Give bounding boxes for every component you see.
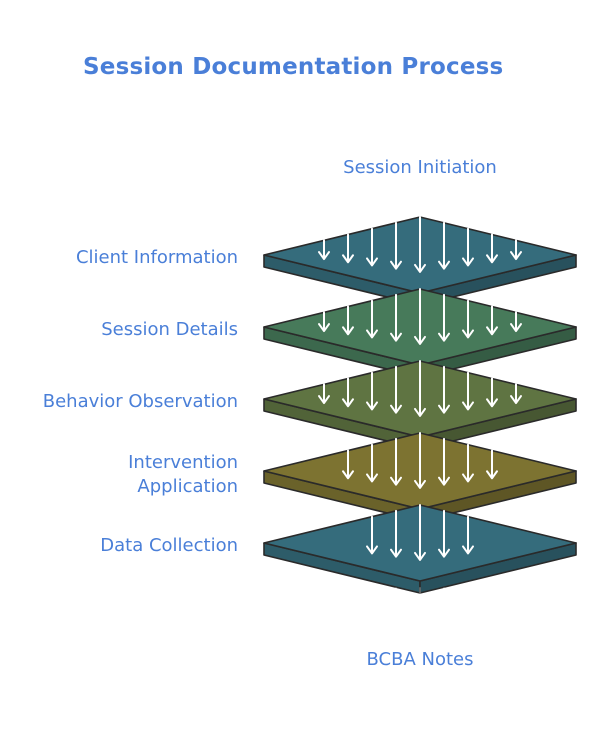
flow-arrow [342,449,354,480]
page-title: Session Documentation Process [83,54,504,80]
flow-arrow [366,227,378,267]
outgoing-arrow-faint [438,587,450,625]
flow-arrow [438,509,450,558]
flow-arrow [414,432,426,489]
flow-arrow [510,311,522,333]
flow-arrow [342,377,354,408]
flow-arrow [486,233,498,264]
flow-arrow [438,365,450,414]
flow-arrow [510,239,522,261]
flow-arrow [390,509,402,558]
flow-arrow [486,449,498,480]
flow-arrow [342,233,354,264]
flow-arrow [438,437,450,486]
flow-arrow [462,443,474,483]
layer-label-client-information: Client Information [75,247,238,268]
flow-arrow [366,371,378,411]
flow-arrow [462,227,474,267]
outgoing-arrow-faint [414,587,426,631]
flow-arrow [390,365,402,414]
flow-arrow [414,216,426,273]
flow-arrow [366,515,378,555]
flow-arrow [414,504,426,561]
flow-arrow [414,288,426,345]
flow-arrow [510,383,522,405]
flow-arrow [486,305,498,336]
flow-arrow [366,299,378,339]
flow-arrow [486,377,498,408]
flow-arrow [390,293,402,342]
flow-arrow [390,437,402,486]
flow-arrow [366,443,378,483]
flow-arrow [438,221,450,270]
flow-arrow [342,305,354,336]
layer-label-intervention-application: Intervention Application [128,452,238,497]
outgoing-arrow-faint [390,587,402,625]
flow-arrow [414,360,426,417]
layer-label-session-details: Session Details [101,319,238,340]
layer-label-data-collection: Data Collection [100,535,238,556]
bottom-label: BCBA Notes [366,649,474,670]
flow-arrow [462,299,474,339]
flow-arrow [438,293,450,342]
flow-arrow [318,239,330,261]
flow-arrow [462,371,474,411]
flow-arrow [318,383,330,405]
layer-label-behavior-observation: Behavior Observation [42,391,238,412]
top-label: Session Initiation [343,157,497,178]
flow-arrow [462,515,474,555]
flow-arrow [318,311,330,333]
flow-arrow [390,221,402,270]
